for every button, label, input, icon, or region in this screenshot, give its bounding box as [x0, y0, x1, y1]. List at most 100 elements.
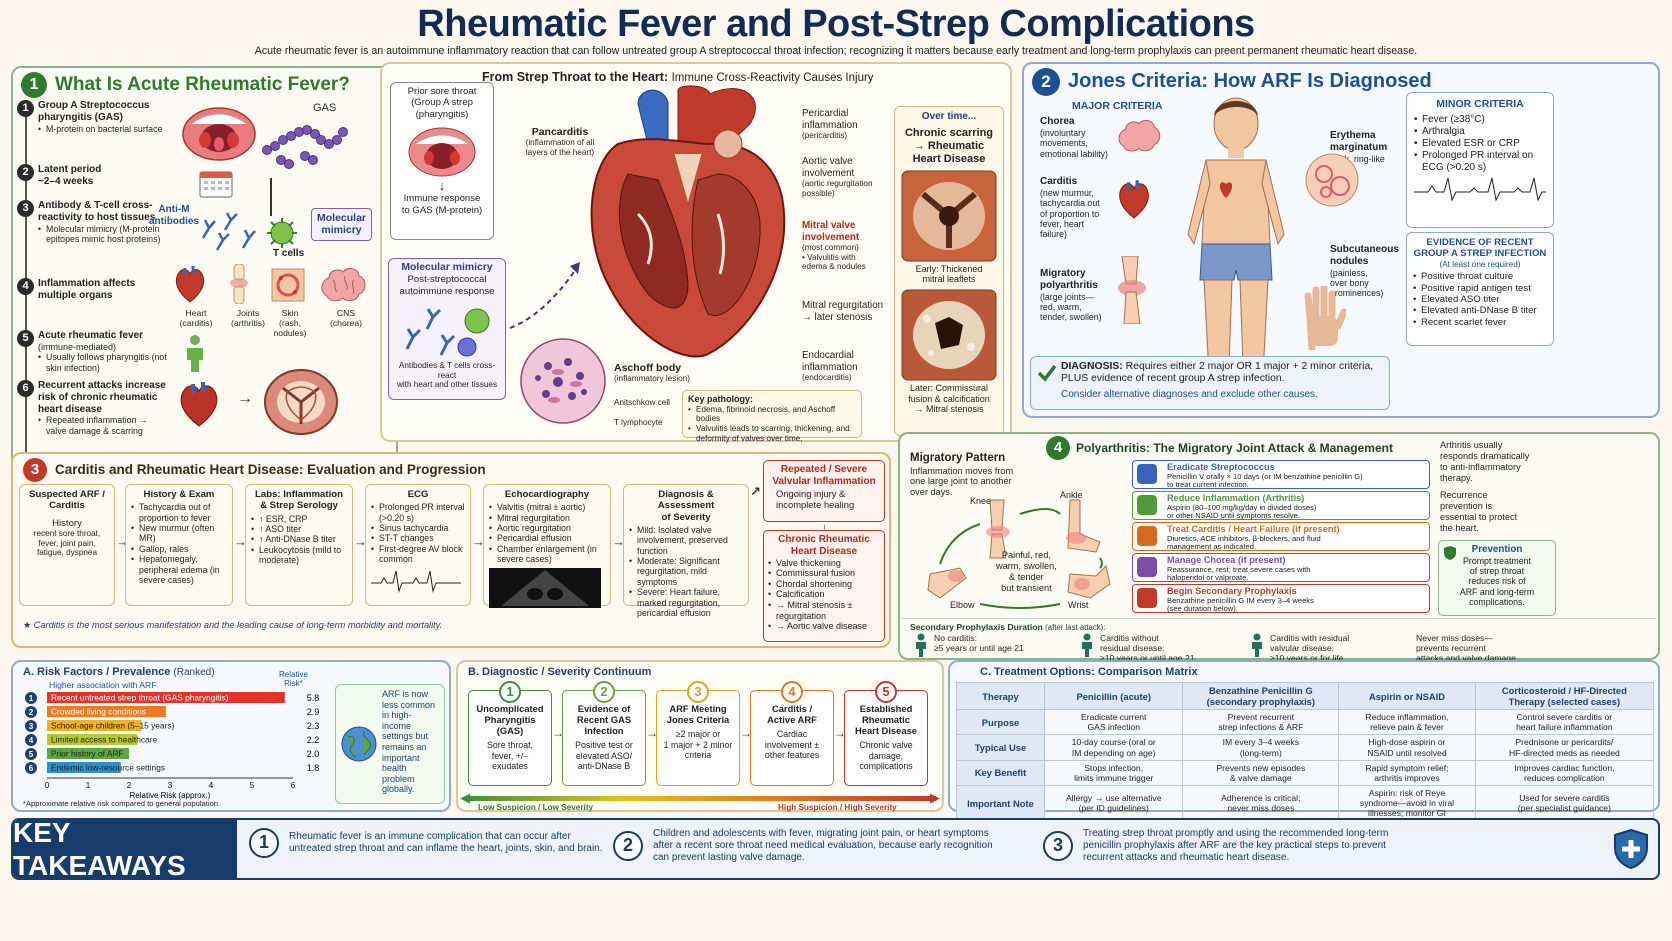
risk-bar-label: Limited access to healthcare — [51, 735, 157, 745]
never-miss-doses-note: Never miss doses— prevents recurrent att… — [1416, 633, 1519, 664]
molecular-mimicry-box: Molecular mimicry Post-streptococcal aut… — [388, 258, 506, 400]
matrix-cell: Prevents new episodes & valve damage — [1182, 759, 1340, 787]
joint-cycle-illustration — [927, 499, 1111, 609]
joint-symptoms-label: Painful, red, warm, swollen, & tender bu… — [996, 550, 1057, 593]
scarred-valve-icon — [264, 369, 338, 435]
shield-plus-icon — [1614, 828, 1648, 870]
carditis-note: ★ Carditis is the most serious manifesta… — [23, 620, 443, 630]
syringe-icon — [1137, 588, 1157, 608]
minor-criterion: Elevated ESR or CRP — [1414, 138, 1546, 150]
rank-number: 2 — [29, 708, 34, 717]
heart-icon — [175, 266, 205, 303]
evaluation-step-1: History & ExamTachycardia out of proport… — [125, 484, 233, 606]
rank-number: 6 — [29, 764, 34, 773]
strep-evidence-item: Elevated anti-DNase B titer — [1413, 305, 1547, 317]
rank-badge — [25, 692, 37, 704]
section-number-badge: 2 — [1032, 68, 1060, 96]
x-tick-label: 1 — [86, 781, 91, 790]
step-bullet: M-protein on bacterial surface — [38, 124, 167, 135]
section-number-badge: 3 — [23, 458, 47, 482]
globe-icon — [341, 726, 377, 762]
pancarditis-label: Pancarditis (inflammation of all layers … — [525, 126, 595, 158]
evaluation-item: ↑ ESR, CRP — [251, 514, 347, 525]
calendar-icon — [199, 171, 233, 198]
evaluation-item: ↑ Anti-DNase B titer — [251, 534, 347, 545]
diagnosis-box: DIAGNOSIS: Requires either 2 major OR 1 … — [1030, 356, 1390, 410]
strep-evidence-item: Positive rapid antigen test — [1413, 283, 1547, 295]
t-cells-label: T cells — [273, 248, 305, 259]
matrix-cell: Rapid symptom relief; arthritis improves — [1338, 759, 1476, 787]
continuum-step-number: 1 — [499, 681, 521, 703]
relative-risk-header: Relative Risk* — [279, 670, 308, 689]
continuum-step-number: 4 — [781, 681, 803, 703]
evaluation-step-3: ECGProlonged PR interval (>0.20 s)Sinus … — [365, 484, 471, 606]
arthritis-response-note: Arthritis usually responds dramatically … — [1440, 440, 1530, 483]
step-bullet: Repeated inflammation → valve damage & s… — [38, 415, 167, 436]
person-icon — [1082, 633, 1092, 657]
risk-bar — [47, 720, 142, 731]
matrix-cell: Improves cardiac function, reduces compl… — [1474, 759, 1655, 787]
t-cell-icon — [267, 218, 297, 248]
matrix-cell: Allergy → use alternative (per ID guidel… — [1043, 785, 1184, 822]
throat-icon — [408, 127, 476, 177]
matrix-row-header: Typical Use — [956, 734, 1045, 761]
chronic-rhd-box: Chronic Rheumatic Heart Disease Valve th… — [763, 530, 885, 642]
rhd-feature: Calcification — [768, 589, 880, 600]
ankle-label: Ankle — [1060, 490, 1083, 500]
risk-bar — [47, 734, 138, 745]
rank-number: 5 — [29, 750, 34, 759]
chart-footnote: *Approximate relative risk compared to g… — [23, 799, 221, 808]
evaluation-item: Prolonged PR interval (>0.20 s) — [371, 502, 465, 523]
brain-icon — [1118, 119, 1161, 152]
x-tick-label: 3 — [168, 781, 173, 790]
repeated-inflammation-box: Repeated / Severe Valvular Inflammation … — [763, 460, 885, 522]
section-strep-to-heart: From Strep Throat to the Heart: Immune C… — [380, 62, 1012, 443]
brain-icon — [1137, 557, 1157, 577]
t-lymphocyte-label: T lymphocyte — [614, 418, 663, 427]
damaged-heart-icon — [180, 382, 218, 427]
panel-title: From Strep Throat to the Heart: Immune C… — [482, 70, 874, 84]
heart-annotation-2: Mitral valve involvement(most common)• V… — [802, 220, 866, 272]
step-number: 3 — [17, 200, 34, 217]
evaluation-item: First-degree AV block common — [371, 544, 465, 565]
matrix-cell: 10-day course (oral or IM depending on a… — [1043, 734, 1184, 761]
rhd-feature: → Aortic valve disease — [768, 621, 880, 632]
person-icon — [916, 633, 926, 657]
step-title: Group A Streptococcus pharyngitis (GAS) — [38, 100, 150, 123]
rhd-feature: Valve thickening — [768, 558, 880, 569]
evaluation-item: Chamber enlargement (in severe cases) — [489, 544, 605, 565]
evaluation-item: ST-T changes — [371, 533, 465, 544]
evaluation-item: Hepatomegaly, peripheral edema (in sever… — [131, 554, 227, 585]
step-bullet: Molecular mimicry (M-protein epitopes mi… — [38, 224, 167, 245]
risk-bar — [47, 748, 129, 759]
step-number: 4 — [17, 278, 34, 295]
heart-icon — [1137, 526, 1157, 546]
thickened-valve-illustration — [901, 170, 997, 262]
step-title: Latent period ~2–4 weeks — [38, 164, 102, 187]
step-number: 1 — [17, 100, 34, 117]
risk-bar-label: Prior history of ARF — [51, 749, 124, 759]
section-title: Jones Criteria: How ARF Is Diagnosed — [1068, 70, 1432, 93]
matrix-row-header: Purpose — [956, 709, 1045, 736]
rank-badge — [25, 734, 37, 746]
key-pathology-item: Edema, fibrinoid necrosis, and Aschoff b… — [688, 405, 856, 424]
strep-evidence-item: Recent scarlet fever — [1413, 317, 1547, 329]
evaluation-step-2: Labs: Inflammation & Strep Serology↑ ESR… — [245, 484, 353, 606]
wrist-label: Wrist — [1068, 600, 1089, 610]
heart-annotation-4: Endocardial inflammation(endocarditis) — [802, 350, 858, 383]
page-title: Rheumatic Fever and Post-Strep Complicat… — [417, 3, 1255, 45]
heart-annotation-3: Mitral regurgitation → later stenosis — [802, 300, 884, 323]
risk-bar — [47, 706, 166, 717]
risk-bar-label: Recent untreated strep throat (GAS phary… — [51, 693, 229, 703]
evaluation-item: Leukocytosis (mild to moderate) — [251, 545, 347, 566]
takeaway-number: 3 — [1043, 830, 1073, 861]
strep-evidence-item: Positive throat culture — [1413, 271, 1547, 283]
